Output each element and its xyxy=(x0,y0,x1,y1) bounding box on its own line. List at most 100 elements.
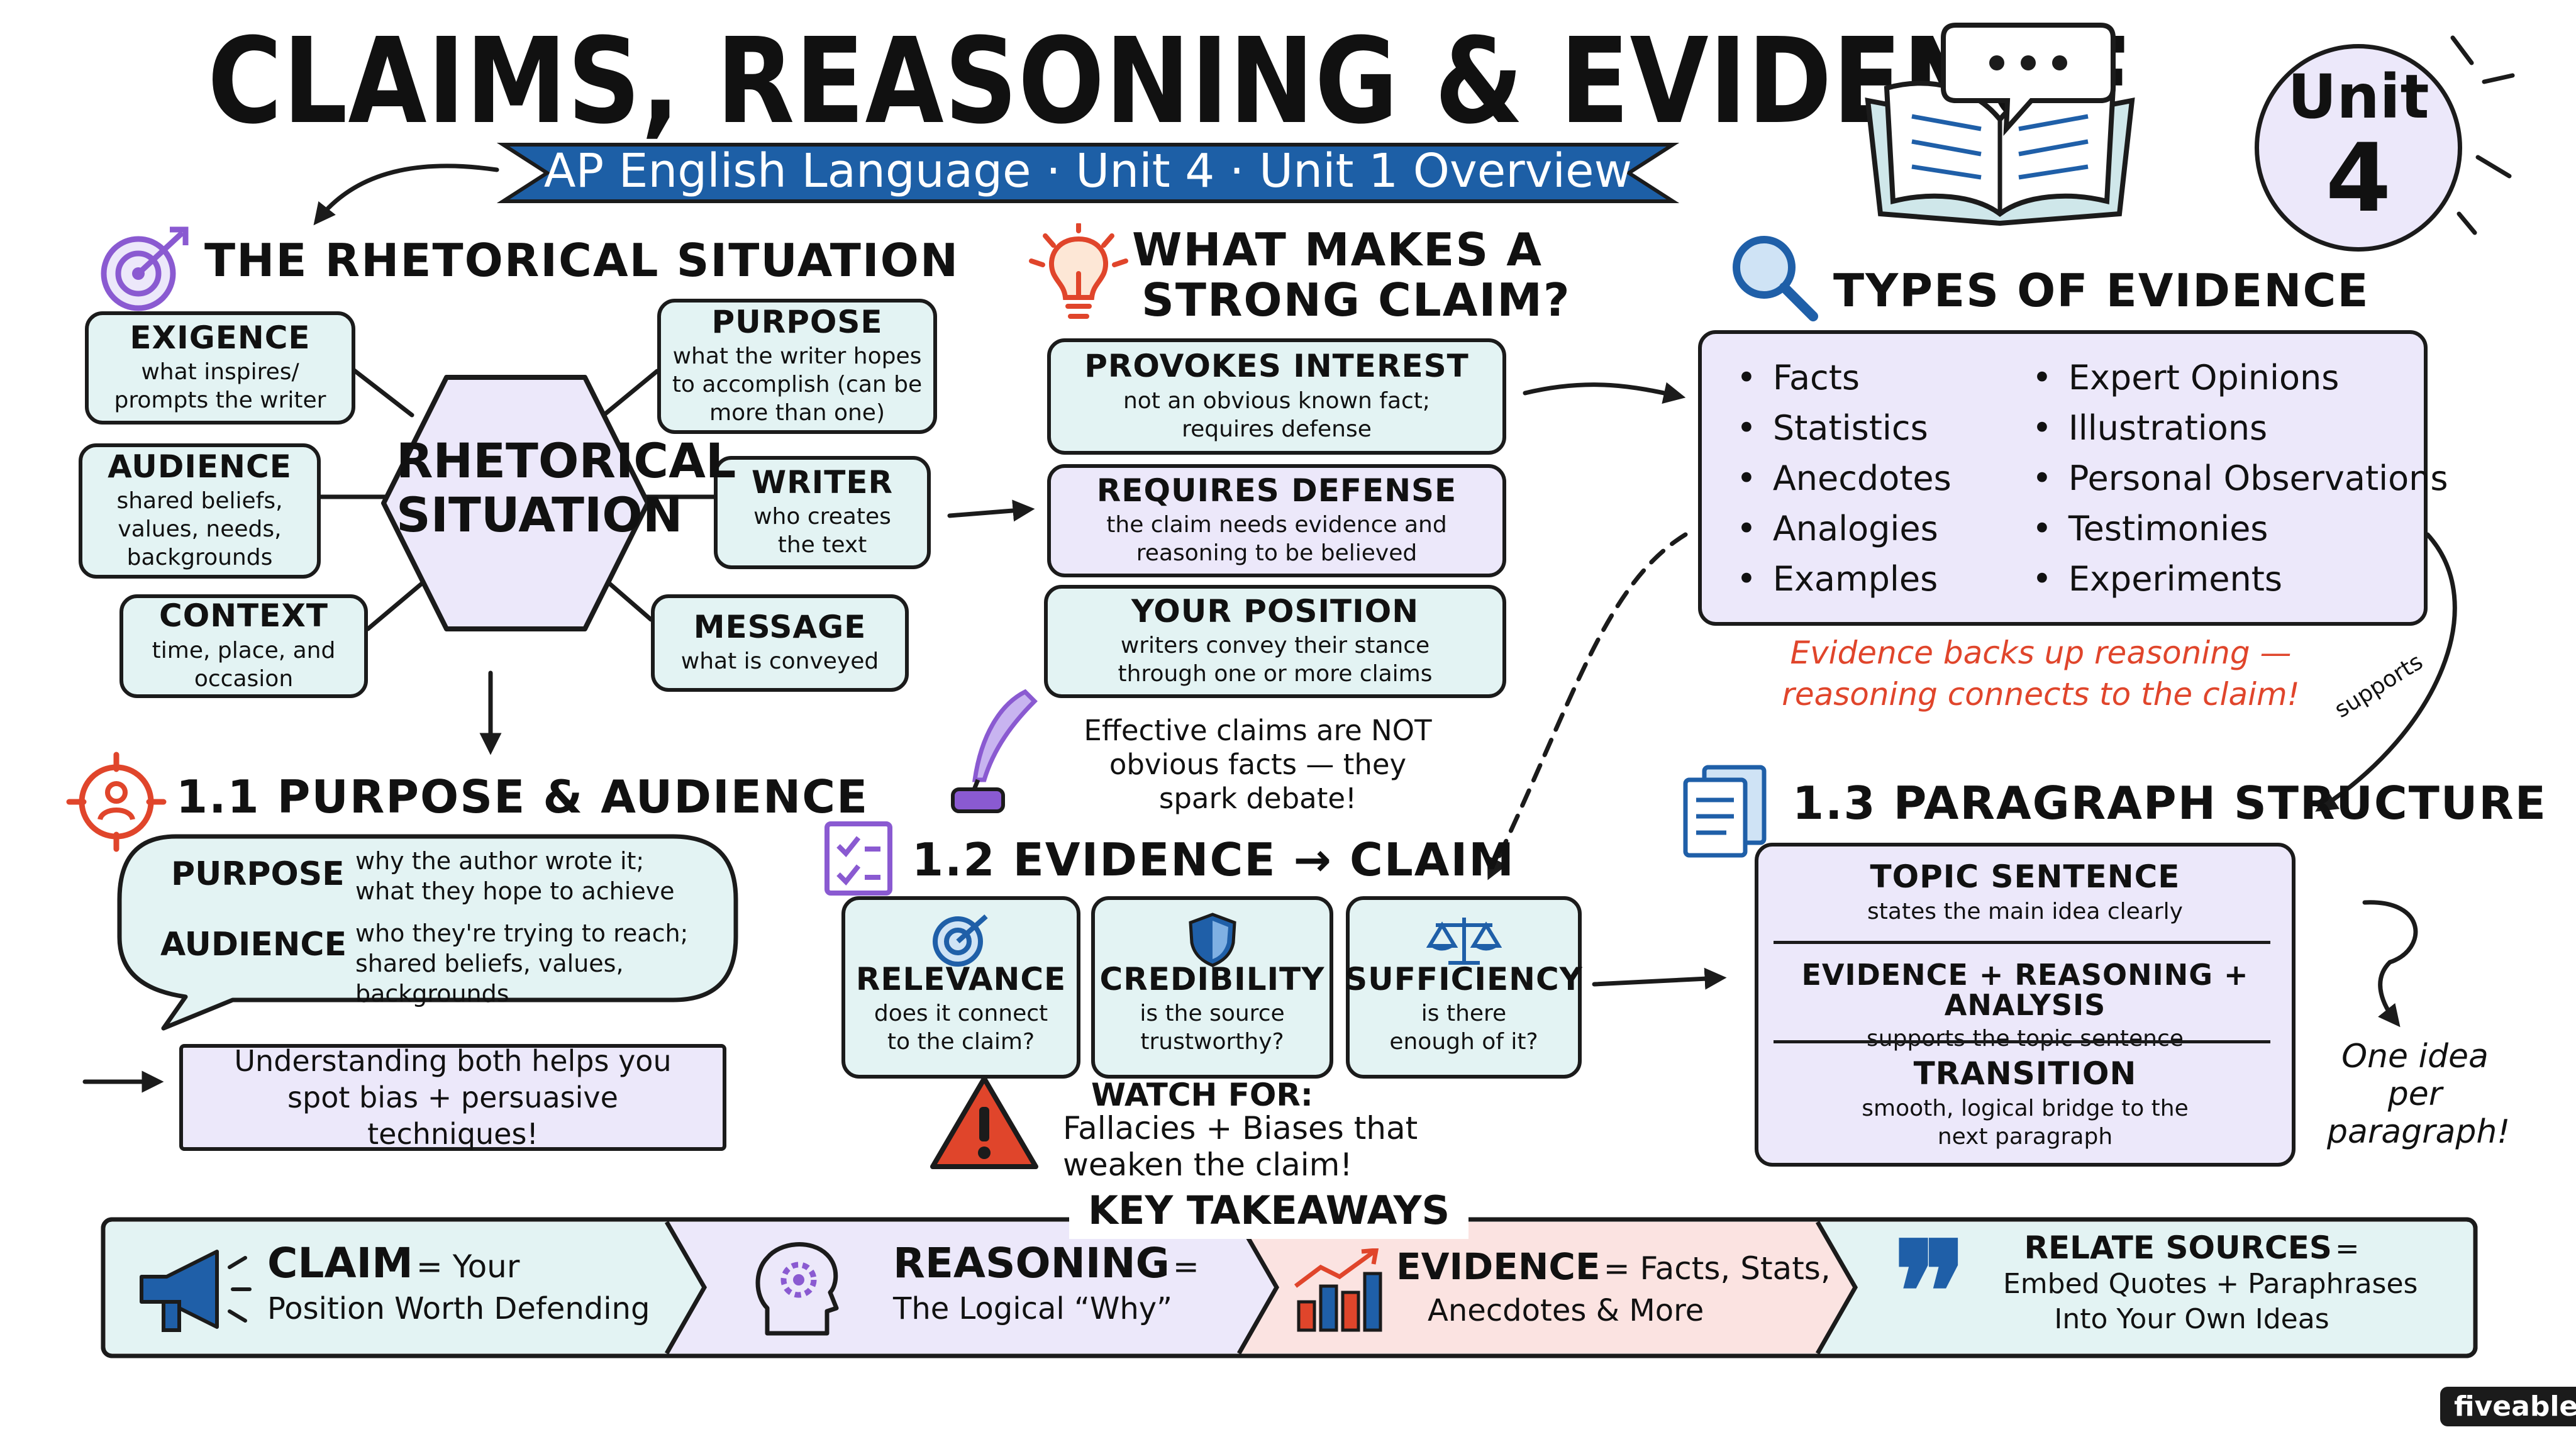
paragraph-part-topic: TOPIC SENTENCE states the main idea clea… xyxy=(1758,860,2292,926)
node-desc: who creates the text xyxy=(753,504,891,558)
claim-desc: writers convey their stance through one … xyxy=(1118,633,1433,687)
takeaway-line2: Anecdotes & More xyxy=(1428,1293,1704,1328)
evidence-item: Examples xyxy=(1736,554,1951,604)
evidence-list-right: Expert Opinions Illustrations Personal O… xyxy=(2032,353,2448,604)
criterion-credibility: CREDIBILITY is the source trustworthy? xyxy=(1091,896,1333,1079)
takeaway-reasoning: REASONING = The Logical “Why” xyxy=(893,1239,1199,1326)
paragraph-structure-box: TOPIC SENTENCE states the main idea clea… xyxy=(1755,843,2296,1167)
node-context: CONTEXT time, place, and occasion xyxy=(119,594,368,698)
claim-requires-defense: REQUIRES DEFENSE the claim needs evidenc… xyxy=(1047,464,1506,577)
claim-title: REQUIRES DEFENSE xyxy=(1096,472,1457,509)
takeaway-relate: RELATE SOURCES = Embed Quotes + Paraphra… xyxy=(2003,1230,2418,1336)
takeaway-rest: = xyxy=(1172,1248,1199,1285)
evidence-item: Expert Opinions xyxy=(2032,353,2448,403)
lightbulb-icon xyxy=(1029,223,1128,319)
pa-term-audience: AUDIENCE xyxy=(160,926,347,963)
part-title: TOPIC SENTENCE xyxy=(1870,858,2180,895)
head-gear-icon xyxy=(755,1242,839,1336)
takeaway-rest: = Facts, Stats, xyxy=(1603,1250,1831,1287)
evidence-item: Personal Observations xyxy=(2032,453,2448,504)
criterion-relevance: RELEVANCE does it connect to the claim? xyxy=(841,896,1080,1079)
page-title: CLAIMS, REASONING & EVIDENCE xyxy=(208,13,2133,150)
node-title: AUDIENCE xyxy=(108,448,292,485)
target-icon xyxy=(933,914,988,967)
paragraph-note: One idea per paragraph! xyxy=(2327,1038,2511,1151)
claim-desc: not an obvious known fact; requires defe… xyxy=(1123,387,1431,442)
strong-claim-note: Effective claims are NOT obvious facts —… xyxy=(1084,714,1432,815)
node-purpose: PURPOSE what the writer hopes to accompl… xyxy=(657,299,937,434)
scales-icon xyxy=(1426,918,1502,965)
node-desc: what inspires/ prompts the writer xyxy=(114,359,326,414)
sparkle-lines-icon xyxy=(2450,35,2515,235)
takeaway-line3: Into Your Own Ideas xyxy=(2054,1303,2329,1335)
part-desc: states the main idea clearly xyxy=(1867,898,2183,924)
evidence-list-left: Facts Statistics Anecdotes Analogies Exa… xyxy=(1736,353,1951,604)
paragraph-part-evidence: EVIDENCE + REASONING + ANALYSIS supports… xyxy=(1758,960,2292,1053)
takeaway-term: RELATE SOURCES xyxy=(2024,1230,2332,1266)
part-title: TRANSITION xyxy=(1913,1055,2137,1092)
purpose-audience-heading: 1.1 PURPOSE & AUDIENCE xyxy=(176,770,869,823)
evidence-item: Analogies xyxy=(1736,504,1951,554)
claim-your-position: YOUR POSITION writers convey their stanc… xyxy=(1044,585,1506,698)
evidence-item: Illustrations xyxy=(2032,403,2448,453)
takeaway-claim: CLAIM = Your Position Worth Defending xyxy=(267,1239,650,1326)
shield-icon xyxy=(1188,913,1236,967)
rhetorical-hub-hexagon xyxy=(381,375,650,631)
criterion-title: CREDIBILITY xyxy=(1099,960,1325,997)
bar-chart-icon xyxy=(1294,1248,1382,1332)
rhetorical-heading: THE RHETORICAL SITUATION xyxy=(204,234,960,287)
node-desc: time, place, and occasion xyxy=(152,637,336,692)
brand-logo: fiveable xyxy=(2440,1387,2576,1426)
node-title: MESSAGE xyxy=(693,608,867,645)
takeaways-heading: KEY TAKEAWAYS xyxy=(1069,1182,1469,1239)
watch-for-desc: Fallacies + Biases that weaken the claim… xyxy=(1063,1110,1418,1183)
evidence-types-note: Evidence backs up reasoning — reasoning … xyxy=(1782,635,2300,713)
part-title: EVIDENCE + REASONING + ANALYSIS xyxy=(1801,958,2249,1023)
part-desc: smooth, logical bridge to the next parag… xyxy=(1862,1095,2189,1150)
node-title: EXIGENCE xyxy=(130,319,311,356)
takeaway-rest: = xyxy=(2335,1231,2360,1265)
node-message: MESSAGE what is conveyed xyxy=(651,594,909,692)
document-icon xyxy=(1683,765,1767,858)
claim-provokes-interest: PROVOKES INTEREST not an obvious known f… xyxy=(1047,338,1506,455)
evidence-types-heading: TYPES OF EVIDENCE xyxy=(1833,264,2370,317)
speech-bubble xyxy=(117,834,738,1031)
evidence-item: Experiments xyxy=(2032,554,2448,604)
unit-label: Unit xyxy=(2287,62,2429,132)
evidence-item: Statistics xyxy=(1736,403,1951,453)
pa-desc-purpose: why the author wrote it; what they hope … xyxy=(355,847,675,905)
magnifier-icon xyxy=(1733,236,1818,321)
pa-note-text: Understanding both helps you spot bias +… xyxy=(234,1044,672,1151)
target-icon xyxy=(101,226,189,311)
node-desc: what is conveyed xyxy=(680,648,879,675)
takeaway-line2: Embed Quotes + Paraphrases xyxy=(2003,1268,2418,1300)
strong-claim-heading-line1: WHAT MAKES A xyxy=(1132,223,1543,276)
evidence-item: Anecdotes xyxy=(1736,453,1951,504)
open-book-icon xyxy=(1865,23,2135,226)
brand-text: fiveable xyxy=(2454,1391,2576,1423)
criterion-title: SUFFICIENCY xyxy=(1345,960,1583,997)
unit-badge: Unit 4 xyxy=(2255,44,2462,252)
pa-desc-audience: who they're trying to reach; shared beli… xyxy=(355,919,689,1008)
subtitle: AP English Language · Unit 4 · Unit 1 Ov… xyxy=(543,144,1633,198)
node-desc: what the writer hopes to accomplish (can… xyxy=(672,343,923,426)
strong-claim-heading-line2: STRONG CLAIM? xyxy=(1141,274,1571,326)
criterion-desc: is there enough of it? xyxy=(1389,1001,1538,1055)
node-audience: AUDIENCE shared beliefs, values, needs, … xyxy=(79,443,321,579)
part-desc: supports the topic sentence xyxy=(1867,1025,2184,1052)
takeaway-evidence: EVIDENCE = Facts, Stats, Anecdotes & Mor… xyxy=(1396,1245,1831,1328)
quote-icon: ❞ xyxy=(1893,1211,1968,1374)
takeaway-term: EVIDENCE xyxy=(1396,1245,1601,1288)
takeaway-line2: Position Worth Defending xyxy=(267,1291,650,1326)
evidence-claim-heading: 1.2 EVIDENCE → CLAIM xyxy=(912,833,1515,886)
criterion-desc: is the source trustworthy? xyxy=(1140,1001,1285,1055)
supports-label: supports xyxy=(2330,648,2428,723)
warning-icon xyxy=(930,1076,1038,1169)
node-exigence: EXIGENCE what inspires/ prompts the writ… xyxy=(85,311,355,425)
claim-desc: the claim needs evidence and reasoning t… xyxy=(1106,512,1447,567)
criterion-sufficiency: SUFFICIENCY is there enough of it? xyxy=(1345,896,1583,1079)
node-desc: shared beliefs, values, needs, backgroun… xyxy=(116,488,283,571)
watch-for-title: WATCH FOR: xyxy=(1091,1077,1313,1113)
evidence-item: Facts xyxy=(1736,353,1951,403)
evidence-item: Testimonies xyxy=(2032,504,2448,554)
